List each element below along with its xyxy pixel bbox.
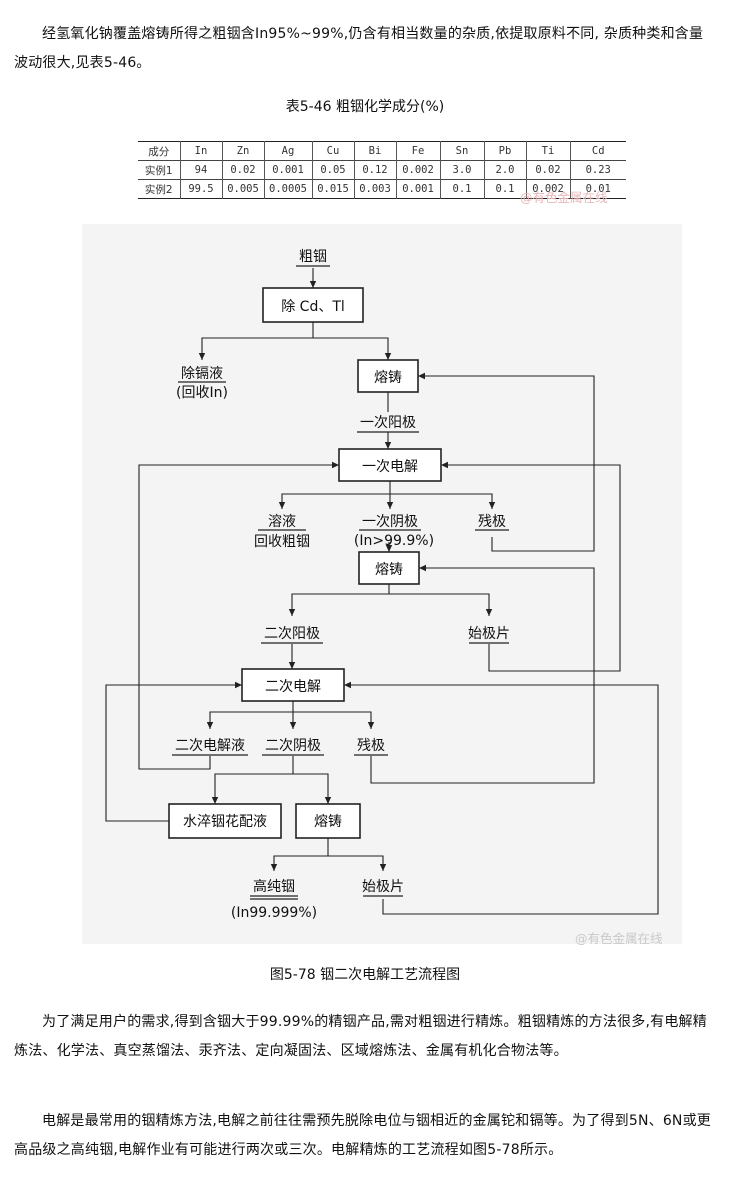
table-cell: 0.02 <box>525 160 570 180</box>
table-cell: 0.002 <box>525 179 570 199</box>
table-cell: 2.0 <box>483 160 526 180</box>
label-starter-sheet-1: 始极片 <box>468 626 510 642</box>
label-casting-3: 熔铸 <box>314 814 342 830</box>
table-header-row: 成分 In Zn Ag Cu Bi Fe Sn Pb Ti Cd <box>138 141 626 161</box>
arrow-to-water-quench <box>211 756 294 804</box>
arrow-to-casting-1 <box>313 337 392 360</box>
table-title: 表5-46 粗铟化学成分(%) <box>285 99 445 115</box>
table-cell: 0.1 <box>439 179 484 199</box>
label-high-purity-grade: (In99.999%) <box>231 905 317 921</box>
label-residual-1: 残极 <box>478 514 506 530</box>
header-cell: In <box>179 141 222 161</box>
row-label-cell: 实例2 <box>144 183 173 196</box>
header-cell: Cd <box>569 141 626 161</box>
header-cell: Sn <box>439 141 484 161</box>
table-cell: 0.005 <box>221 179 264 199</box>
loop-starter2-to-electrolysis2 <box>344 681 659 915</box>
table-cell: 0.0005 <box>263 179 312 199</box>
label-primary-anode: 一次阳极 <box>360 415 416 431</box>
label-remove-cd-tl: 除 Cd、Tl <box>281 299 345 315</box>
arrow-to-starter-sheet-2 <box>328 855 387 871</box>
table-cell: 0.003 <box>353 179 396 199</box>
header-cell: Zn <box>221 141 264 161</box>
header-cell: Pb <box>483 141 526 161</box>
loop-quench-to-electrolysis2 <box>105 681 242 822</box>
flowchart-svg: 粗铟 除 Cd、Tl 除镉液 (回收In) 熔铸 一次阳极 一次电解 溶液 回收… <box>105 249 659 921</box>
table-cell: 0.001 <box>263 160 312 180</box>
header-cell: Fe <box>395 141 440 161</box>
label-starter-sheet-2: 始极片 <box>362 879 404 895</box>
figure-caption: 图5-78 铟二次电解工艺流程图 <box>269 967 461 983</box>
label-secondary-anode: 二次阳极 <box>264 626 320 642</box>
loop-starter1-to-electrolysis1 <box>441 461 621 672</box>
loop-electrolyte-to-electrolysis1 <box>138 461 339 770</box>
label-residual-2: 残极 <box>357 738 385 754</box>
arrow-to-casting-3 <box>293 773 332 804</box>
box-water-quench <box>168 803 282 839</box>
table-cell: 0.01 <box>569 179 626 199</box>
table-watermark: @有色金属在线 <box>520 190 608 205</box>
label-water-quench: 水淬铟花配液 <box>183 814 267 830</box>
box-casting-1 <box>357 359 419 393</box>
label-recover-crude: 回收粗铟 <box>254 534 310 550</box>
row-label-cell: 实例1 <box>144 164 173 177</box>
header-cell: 成分 <box>148 145 170 158</box>
table-row: 实例1 94 0.02 0.001 0.05 0.12 0.002 3.0 2.… <box>138 160 626 180</box>
arrow-to-residual-2 <box>293 711 375 729</box>
box-casting-2 <box>358 551 420 585</box>
table-cell: 94 <box>179 160 222 180</box>
loop-residual1-to-casting1 <box>418 372 595 552</box>
electrolysis-paragraph: 电解是最常用的铟精炼方法,电解之前往往需预先脱除电位与铟相近的金属铊和镉等。为了… <box>14 1113 712 1158</box>
label-casting-2: 熔铸 <box>375 562 403 578</box>
intro-paragraph: 经氢氧化钠覆盖熔铸所得之粗铟含In95%~99%,仍含有相当数量的杂质,依提取原… <box>14 26 704 71</box>
label-primary-purity: (In>99.9%) <box>354 533 434 549</box>
arrow-to-solution <box>278 481 391 509</box>
label-primary-cathode: 一次阴极 <box>362 514 418 530</box>
composition-table: 成分 In Zn Ag Cu Bi Fe Sn Pb Ti Cd 实例1 94 … <box>138 141 626 199</box>
table-cell: 0.002 <box>395 160 440 180</box>
box-remove-cd-tl <box>262 287 364 323</box>
table-cell: 0.12 <box>353 160 396 180</box>
header-cell: Cu <box>311 141 354 161</box>
table-cell: 0.1 <box>483 179 526 199</box>
table-cell: 0.02 <box>221 160 264 180</box>
table-cell: 0.001 <box>395 179 440 199</box>
header-cell: Bi <box>353 141 396 161</box>
header-cell: Ti <box>525 141 570 161</box>
label-casting-1: 熔铸 <box>374 370 402 386</box>
refining-paragraph: 为了满足用户的需求,得到含铟大于99.99%的精铟产品,需对粗铟进行精炼。粗铟精… <box>14 1014 707 1059</box>
label-solution: 溶液 <box>268 514 296 530</box>
arrow-to-residual-1 <box>390 493 496 509</box>
table-cell: 0.05 <box>311 160 354 180</box>
arrow-to-high-purity-in <box>270 838 329 871</box>
label-primary-electrolysis: 一次电解 <box>362 459 418 475</box>
flowchart-figure: 粗铟 除 Cd、Tl 除镉液 (回收In) 熔铸 一次阳极 一次电解 溶液 回收… <box>82 224 682 944</box>
label-secondary-electrolyte: 二次电解液 <box>175 738 245 754</box>
figure-watermark: @有色金属在线 <box>575 931 663 946</box>
arrow-to-cd-liquor <box>198 322 314 360</box>
label-high-purity-in: 高纯铟 <box>253 878 295 895</box>
table-cell: 0.015 <box>311 179 354 199</box>
table-row: 实例2 99.5 0.005 0.0005 0.015 0.003 0.001 … <box>138 179 626 199</box>
header-cell: Ag <box>263 141 312 161</box>
table-cell: 3.0 <box>439 160 484 180</box>
label-secondary-cathode: 二次阴极 <box>265 738 321 754</box>
table-cell: 0.23 <box>569 160 626 180</box>
label-crude-in: 粗铟 <box>299 249 327 265</box>
arrow-to-secondary-anode <box>288 584 390 616</box>
arrow-to-starter-sheet-1 <box>389 593 493 616</box>
loop-residual2-to-casting2 <box>370 564 595 784</box>
arrow-to-secondary-electrolyte <box>206 701 294 729</box>
label-cd-liquor: 除镉液 <box>181 366 223 382</box>
label-recover-in: (回收In) <box>176 385 228 401</box>
table-cell: 99.5 <box>179 179 222 199</box>
label-secondary-electrolysis: 二次电解 <box>265 679 321 695</box>
